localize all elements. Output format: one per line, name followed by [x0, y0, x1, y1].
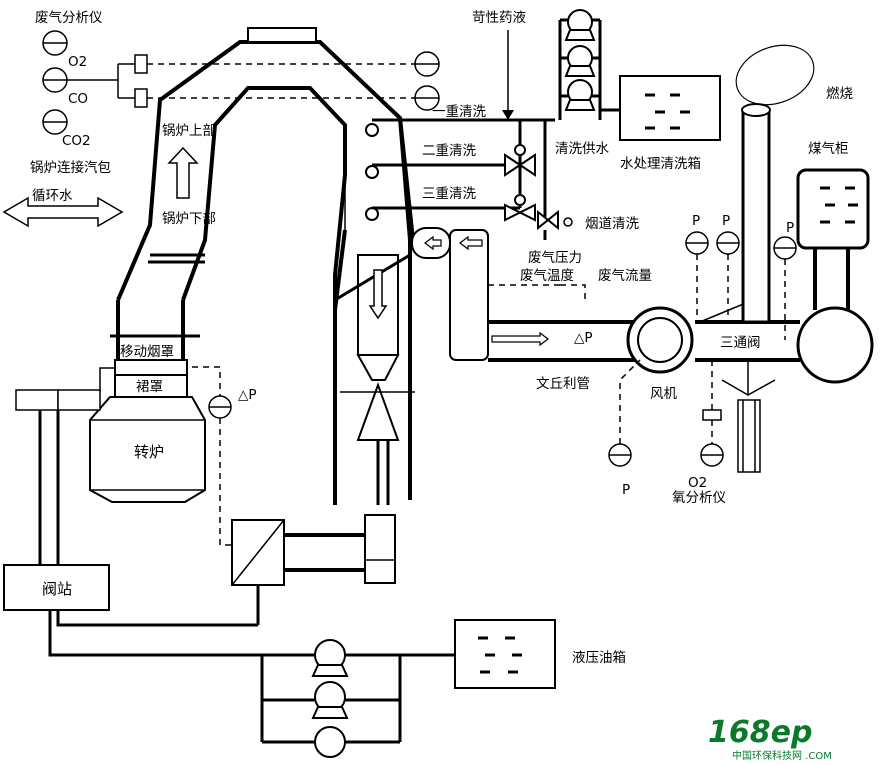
gas-holder-label: 煤气柜	[808, 141, 849, 157]
boiler-upper-label: 锅炉上部	[162, 123, 216, 139]
converter-label: 转炉	[134, 443, 164, 461]
gas-pressure-label: 废气压力	[528, 250, 582, 266]
p-label-1: P	[692, 213, 700, 229]
valve-station-box	[3, 564, 110, 611]
three-way-label: 三通阀	[720, 335, 761, 351]
circ-water-label: 循环水	[32, 188, 73, 204]
caustic-label: 苛性药液	[472, 10, 526, 26]
wash-valves	[502, 30, 573, 240]
fan-rotor	[637, 317, 683, 363]
down-flow-arrow	[368, 269, 388, 320]
duct-arrow-2	[459, 235, 483, 251]
oil-tank-level-marks	[478, 636, 522, 674]
pressure-gauges	[608, 231, 797, 473]
hood-move-label: 移动烟罩	[120, 344, 174, 360]
caustic-pumps	[558, 9, 620, 120]
hyd-tank-label: 液压油箱	[572, 650, 626, 666]
duct-arrow-1	[424, 235, 442, 251]
hydraulic-oil-tank	[454, 619, 556, 689]
venturi-label: 文丘利管	[536, 376, 590, 392]
hydraulic-lines	[48, 610, 455, 758]
site-logo: 168ep 中国环保科技网 .COM	[708, 715, 832, 762]
circ-water-arrow	[2, 196, 124, 228]
water-tank-label: 水处理清洗箱	[620, 156, 701, 172]
logo-brand: 168ep	[708, 715, 812, 750]
analyzer-label: 废气分析仪	[35, 10, 103, 26]
logo-subtext: 中国环保科技网 .COM	[732, 749, 832, 762]
gas-flow-label: 废气流量	[598, 268, 652, 284]
p-label-2: P	[722, 213, 730, 229]
wash-tower	[333, 117, 555, 505]
gas-temp-label: 废气温度	[520, 268, 574, 284]
valve-station-label: 阀站	[42, 580, 72, 598]
p-label-4: P	[622, 482, 630, 498]
skirt-controller	[15, 389, 101, 565]
stack	[735, 44, 815, 324]
dp-label-converter: △P	[238, 387, 257, 403]
wash1-label: 一重清洗	[432, 104, 486, 120]
boiler-hood	[110, 27, 415, 505]
gas-holder	[796, 168, 874, 384]
wash2-label: 二重清洗	[422, 143, 476, 159]
burn-label: 燃烧	[826, 85, 853, 102]
water-treatment-tank	[619, 75, 721, 141]
p-label-3: P	[786, 220, 794, 236]
wash-supply-label: 清洗供水	[555, 141, 609, 157]
o2-label: O2	[68, 54, 87, 70]
boiler-lower-label: 锅炉下部	[162, 211, 216, 227]
skirt-label: 裙罩	[136, 379, 163, 395]
dp-label-duct: △P	[574, 330, 593, 346]
three-way-valve	[699, 294, 780, 396]
water-tank-level-marks	[645, 93, 690, 130]
duct-arrow-3	[491, 331, 549, 347]
converter-vessel	[89, 359, 206, 503]
o2-bottom-label: O2	[688, 475, 707, 491]
fan-label: 风机	[650, 386, 678, 402]
o2-analyzer-label: 氧分析仪	[672, 490, 726, 506]
co-label: CO	[68, 91, 88, 107]
wash3-label: 三重清洗	[422, 186, 476, 202]
co2-label: CO2	[62, 133, 91, 149]
flue-wash-label: 烟道清洗	[585, 216, 639, 232]
up-flow-arrow	[167, 146, 199, 199]
boiler-link-label: 锅炉连接汽包	[30, 159, 111, 176]
analyzer-gauges	[42, 30, 440, 135]
filter-box	[231, 514, 396, 625]
